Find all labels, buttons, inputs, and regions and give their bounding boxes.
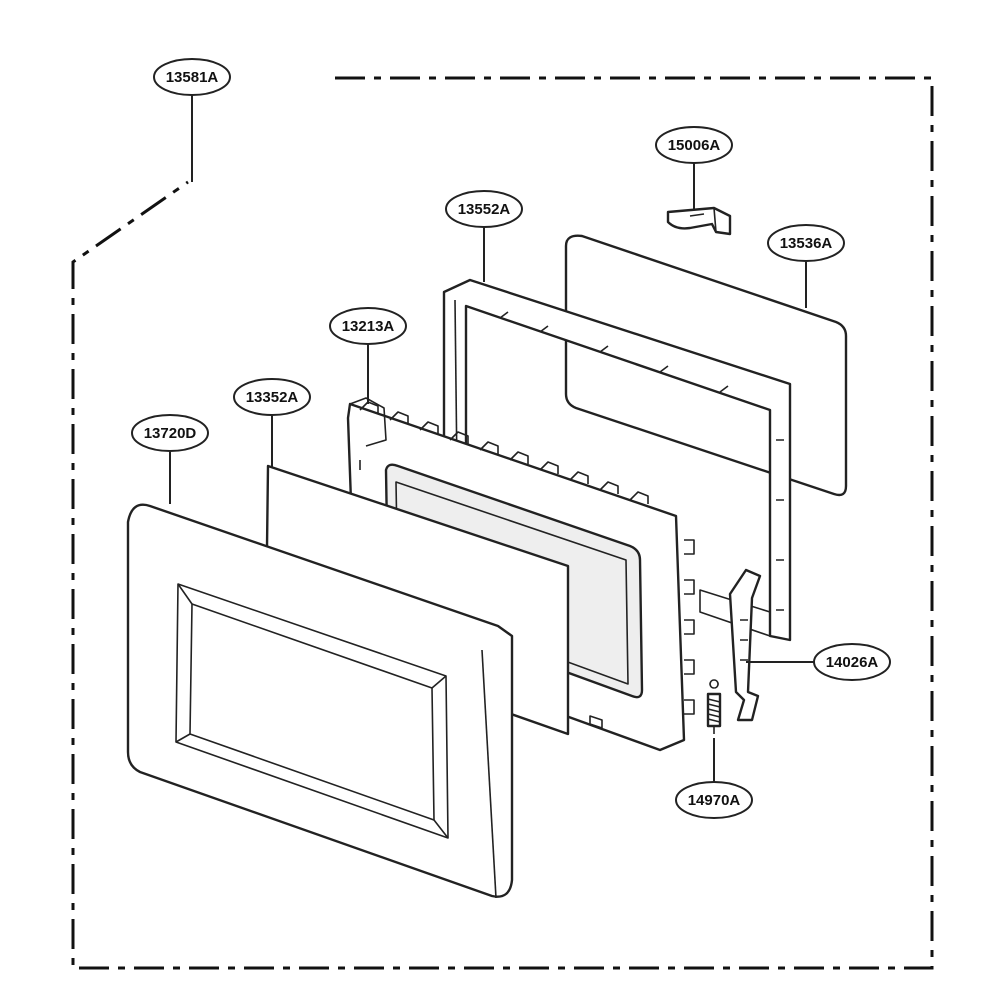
callout-13352A-label: 13352A — [246, 389, 299, 406]
callout-13720D-label: 13720D — [144, 425, 197, 442]
callout-13552A: 13552A — [445, 190, 523, 228]
part-door-frame — [442, 278, 792, 642]
callout-14026A: 14026A — [813, 643, 891, 681]
part-spring — [706, 679, 722, 734]
assembly-boundary — [71, 76, 934, 970]
callout-14026A-label: 14026A — [826, 654, 879, 671]
callout-13536A: 13536A — [767, 224, 845, 262]
callout-13213A: 13213A — [329, 307, 407, 345]
callout-14970A: 14970A — [675, 781, 753, 819]
callout-15006A-label: 15006A — [668, 137, 721, 154]
callout-15006A: 15006A — [655, 126, 733, 164]
part-latch-clip — [666, 206, 732, 236]
callout-13536A-label: 13536A — [780, 235, 833, 252]
part-door-front — [126, 503, 514, 899]
leader-lines — [169, 95, 814, 782]
callout-13720D: 13720D — [131, 414, 209, 452]
callout-13581A-label: 13581A — [166, 69, 219, 86]
part-latch-lever — [728, 568, 762, 722]
callout-13581A: 13581A — [153, 58, 231, 96]
callout-13352A: 13352A — [233, 378, 311, 416]
callout-13552A-label: 13552A — [458, 201, 511, 218]
callout-14970A-label: 14970A — [688, 792, 741, 809]
callout-13213A-label: 13213A — [342, 318, 395, 335]
